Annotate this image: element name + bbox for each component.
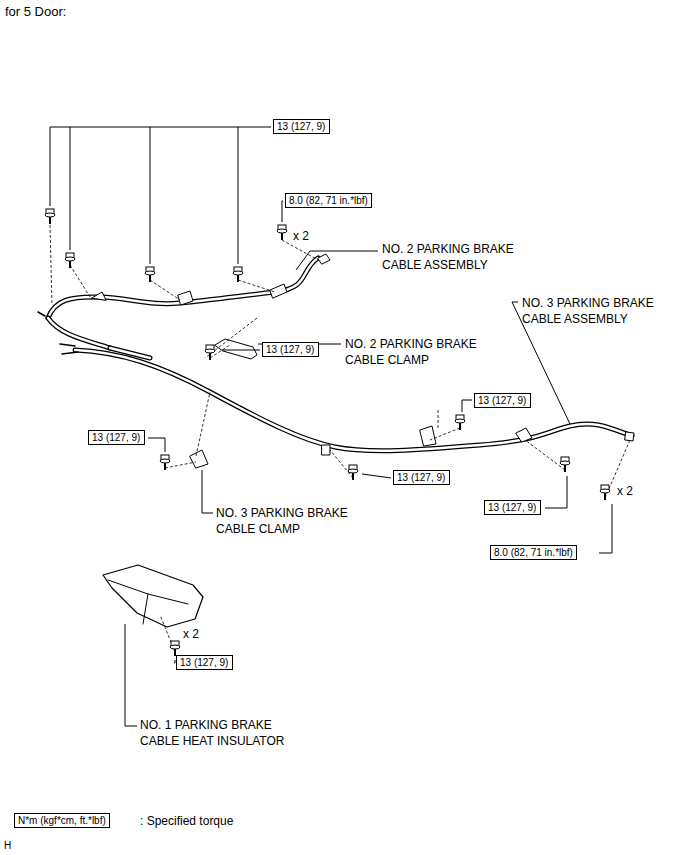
torque-value: 13 (127, 9)	[92, 432, 140, 443]
leader-line	[50, 127, 612, 726]
alignment-line	[50, 225, 630, 652]
figure-code: H	[4, 838, 11, 854]
torque-box: 13 (127, 9)	[474, 393, 531, 408]
legend-text: : Specified torque	[140, 813, 233, 829]
torque-box: 13 (127, 9)	[88, 430, 145, 445]
part-name: NO. 3 PARKING BRAKE CABLE CLAMP	[216, 506, 348, 536]
part-name: NO. 1 PARKING BRAKE CABLE HEAT INSULATOR	[140, 717, 292, 749]
quantity-note: x 2	[293, 229, 309, 243]
torque-box: 13 (127, 9)	[262, 342, 319, 357]
figure-title: for 5 Door:	[5, 4, 66, 19]
part-name: NO. 3 PARKING BRAKE CABLE CLAMP	[216, 505, 368, 537]
quantity-note: x 2	[183, 627, 199, 641]
title-text: for 5 Door:	[5, 4, 66, 19]
torque-box: 13 (127, 9)	[176, 655, 233, 670]
legend-text: : Specified torque	[140, 814, 233, 828]
quantity-note: x 2	[617, 484, 633, 498]
part-name: NO. 2 PARKING BRAKE CABLE ASSEMBLY	[382, 242, 514, 272]
part-name: NO. 3 PARKING BRAKE CABLE ASSEMBLY	[522, 295, 674, 327]
quantity-note: x 2	[293, 228, 309, 244]
part-name: NO. 2 PARKING BRAKE CABLE ASSEMBLY	[382, 241, 534, 273]
torque-value: N*m (kgf*cm, ft.*lbf)	[18, 815, 106, 826]
part-name: NO. 3 PARKING BRAKE CABLE ASSEMBLY	[522, 296, 654, 326]
torque-value: 13 (127, 9)	[266, 344, 314, 355]
figure-code: H	[4, 840, 11, 851]
torque-box: 8.0 (82, 71 in.*lbf)	[285, 193, 372, 208]
quantity-note: x 2	[183, 626, 199, 642]
torque-value: 8.0 (82, 71 in.*lbf)	[494, 547, 573, 558]
quantity-note: x 2	[617, 483, 633, 499]
torque-value: 13 (127, 9)	[488, 502, 536, 513]
torque-value: 8.0 (82, 71 in.*lbf)	[289, 195, 368, 206]
part-name: NO. 1 PARKING BRAKE CABLE HEAT INSULATOR	[140, 718, 285, 748]
torque-value: 13 (127, 9)	[397, 472, 445, 483]
torque-value: 13 (127, 9)	[478, 395, 526, 406]
torque-value: 13 (127, 9)	[277, 121, 325, 132]
torque-unit-box: N*m (kgf*cm, ft.*lbf)	[14, 813, 110, 828]
torque-value: 13 (127, 9)	[180, 657, 228, 668]
torque-box: 13 (127, 9)	[393, 470, 450, 485]
part-name: NO. 2 PARKING BRAKE CABLE CLAMP	[345, 336, 497, 368]
torque-box: 8.0 (82, 71 in.*lbf)	[490, 545, 577, 560]
torque-box: 13 (127, 9)	[273, 119, 330, 134]
torque-box: 13 (127, 9)	[484, 500, 541, 515]
part-name: NO. 2 PARKING BRAKE CABLE CLAMP	[345, 337, 477, 367]
